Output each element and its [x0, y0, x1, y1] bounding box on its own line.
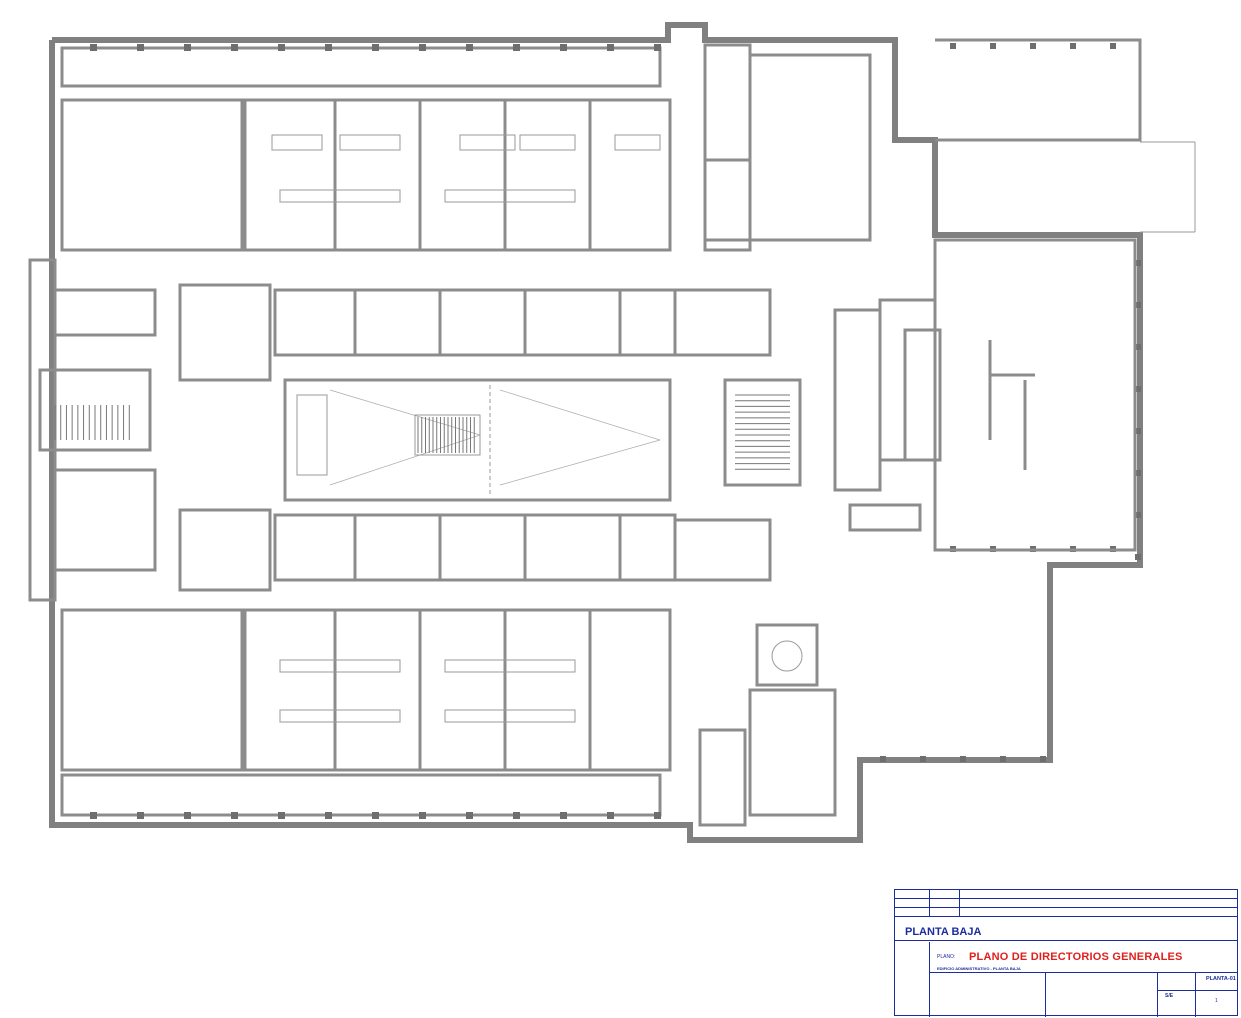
- column: [654, 812, 661, 819]
- column: [513, 44, 520, 51]
- column: [1135, 428, 1141, 434]
- atrium: [283, 378, 672, 502]
- column: [1135, 470, 1141, 476]
- column: [372, 812, 379, 819]
- west-stair: [54, 405, 130, 440]
- column: [1135, 344, 1141, 350]
- revision-row: [895, 890, 1237, 899]
- column: [1135, 386, 1141, 392]
- column: [990, 43, 996, 49]
- title-block: PLANTA BAJA PLANO: PLANO DE DIRECTORIOS …: [894, 889, 1238, 1017]
- plan-title: PLANO DE DIRECTORIOS GENERALES: [969, 951, 1183, 963]
- column: [1110, 43, 1116, 49]
- column: [90, 44, 97, 51]
- column: [1135, 512, 1141, 518]
- column: [137, 44, 144, 51]
- column: [1040, 756, 1046, 762]
- column: [654, 44, 661, 51]
- column: [880, 756, 886, 762]
- column: [325, 44, 332, 51]
- column: [560, 812, 567, 819]
- column: [1000, 756, 1006, 762]
- inner-south-offices: [178, 508, 772, 592]
- column: [419, 812, 426, 819]
- east-core: [698, 43, 937, 827]
- column: [419, 44, 426, 51]
- column: [607, 812, 614, 819]
- plan-prefix: PLANO:: [937, 954, 956, 960]
- floor-row: [895, 920, 1237, 941]
- west-wing: [28, 258, 157, 602]
- column: [1135, 554, 1141, 560]
- scale-value: S/E: [1165, 993, 1174, 999]
- column: [90, 812, 97, 819]
- inner-north-offices: [178, 283, 772, 382]
- east-stair: [735, 394, 790, 470]
- floor-plan: [28, 22, 1196, 843]
- column: [960, 756, 966, 762]
- column: [372, 44, 379, 51]
- column: [325, 812, 332, 819]
- column: [513, 812, 520, 819]
- central-stair: [417, 417, 475, 453]
- column: [950, 43, 956, 49]
- column: [607, 44, 614, 51]
- revision-row: [895, 899, 1237, 908]
- perimeter-columns: [90, 43, 1141, 819]
- east-wing: [903, 238, 1137, 552]
- column: [920, 756, 926, 762]
- column: [1135, 260, 1141, 266]
- column: [1070, 43, 1076, 49]
- column: [1135, 302, 1141, 308]
- column: [137, 812, 144, 819]
- north-office-blocks: [60, 98, 672, 252]
- column: [184, 44, 191, 51]
- column: [184, 812, 191, 819]
- column: [1030, 43, 1036, 49]
- column: [278, 44, 285, 51]
- column: [466, 812, 473, 819]
- column: [231, 812, 238, 819]
- column: [466, 44, 473, 51]
- column: [560, 44, 567, 51]
- column: [231, 44, 238, 51]
- project-line: EDIFICIO ADMINISTRATIVO - PLANTA BAJA: [937, 966, 1021, 971]
- revision-row: [895, 908, 1237, 917]
- page-number: 1: [1215, 998, 1218, 1004]
- column: [278, 812, 285, 819]
- outer-walls: [49, 22, 1196, 843]
- floor-name: PLANTA BAJA: [905, 926, 982, 938]
- south-office-blocks: [60, 608, 672, 772]
- sheet-code: PLANTA-01: [1206, 976, 1236, 982]
